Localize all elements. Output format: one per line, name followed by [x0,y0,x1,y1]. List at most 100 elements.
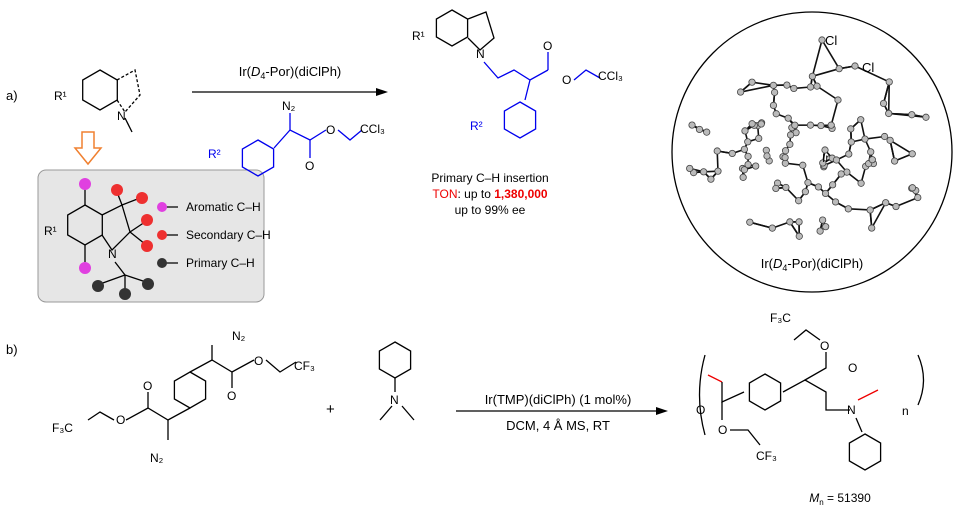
down-arrow-icon [73,131,103,166]
crystal-circle [671,11,953,293]
nitrogen-label: N [390,393,399,407]
secondary-ch-ball [136,192,148,204]
ester-o-label: O [326,123,335,137]
atom [908,150,916,158]
r2-label: R² [208,147,221,161]
secondary-ch-ball [141,240,153,252]
ester-o-label: O [562,73,571,87]
legend-secondary-icon [157,230,167,240]
atom [740,145,748,153]
atom [748,120,756,128]
benzene-ring [748,373,782,411]
atom [781,147,790,155]
atom [795,197,803,205]
nitrogen-label: N [847,403,856,417]
repeat-n-label: n [902,404,909,418]
insertion-product: N R¹ O O CCl₃ R² [412,9,623,139]
atom [768,224,776,232]
cf3-label: CF₃ [294,359,315,373]
atom [795,218,803,226]
carbonyl-o-label: O [543,39,552,53]
atom [714,167,722,175]
atom [818,36,826,44]
primary-ch-ball [92,280,104,292]
bond [821,39,840,70]
atom [908,184,917,192]
atom [782,183,790,192]
atom [914,193,922,202]
atom [757,120,765,128]
atom [814,183,823,191]
atom [781,153,789,162]
atom [769,101,778,109]
o-label: O [848,361,857,375]
atom [847,138,855,146]
pyrroline-ring [116,68,141,114]
bond [812,67,840,78]
legend-secondary-label: Secondary C–H [186,228,271,242]
f3c-label: F₃C [770,311,791,325]
mn-label: Mn = 51390 [809,491,871,507]
bond [751,81,774,87]
atom [868,156,876,164]
secondary-ch-ball [111,184,123,196]
n2-label: N₂ [282,99,296,113]
o-label: O [116,413,125,427]
ee-line: up to 99% ee [455,203,526,217]
crystal-caption: Ir(D4-Por)(diClPh) [761,256,864,273]
crystal-ball-stick-model [686,36,930,240]
atom [695,125,704,134]
atom [845,150,853,158]
atom [686,164,694,173]
atom [795,232,803,240]
bond [888,112,912,116]
crystal-structure: Cl Cl Ir Ir(D4-Por)(diClPh) [671,11,953,293]
panel-a-label: a) [6,88,18,103]
ccl3-label: CCl₃ [360,122,385,136]
atom [829,181,837,189]
atom [744,161,752,169]
benzene-ring [503,101,537,139]
bond [816,85,839,101]
atom [787,131,795,139]
atom [867,148,875,156]
atom [755,134,763,143]
atom [819,216,827,224]
atom [736,88,745,96]
cf3-label: CF₃ [756,449,777,463]
atom [816,227,824,235]
atom [740,166,748,174]
atom [728,149,736,158]
atom [748,78,756,86]
atom [882,199,890,207]
benzene-ring [173,371,207,409]
atom [703,128,711,136]
benzene-ring [435,9,469,47]
aromatic-ch-ball [79,178,91,190]
primary-ch-ball [119,288,131,300]
atom [861,135,869,143]
atom [847,125,855,133]
atom [881,132,889,141]
atom [806,121,815,129]
atom [892,202,900,211]
dimethylaniline: N [378,341,415,421]
atom [763,152,771,160]
secondary-ch-ball [141,214,153,226]
atom [784,114,792,122]
r1-label: R¹ [54,89,67,103]
atom [886,136,894,144]
atom [707,175,715,183]
bond [854,65,890,83]
catalyst-label: Ir(TMP)(diClPh) (1 mol%) [485,392,632,407]
atom [744,152,752,160]
carbonyl-o-label: O [305,159,314,173]
legend-primary-label: Primary C–H [186,256,255,270]
methyl-bond [124,117,133,133]
box-background [37,169,265,303]
atom [885,78,893,86]
atom [819,159,827,167]
atom [688,121,696,129]
cl-label: Cl [825,33,837,48]
